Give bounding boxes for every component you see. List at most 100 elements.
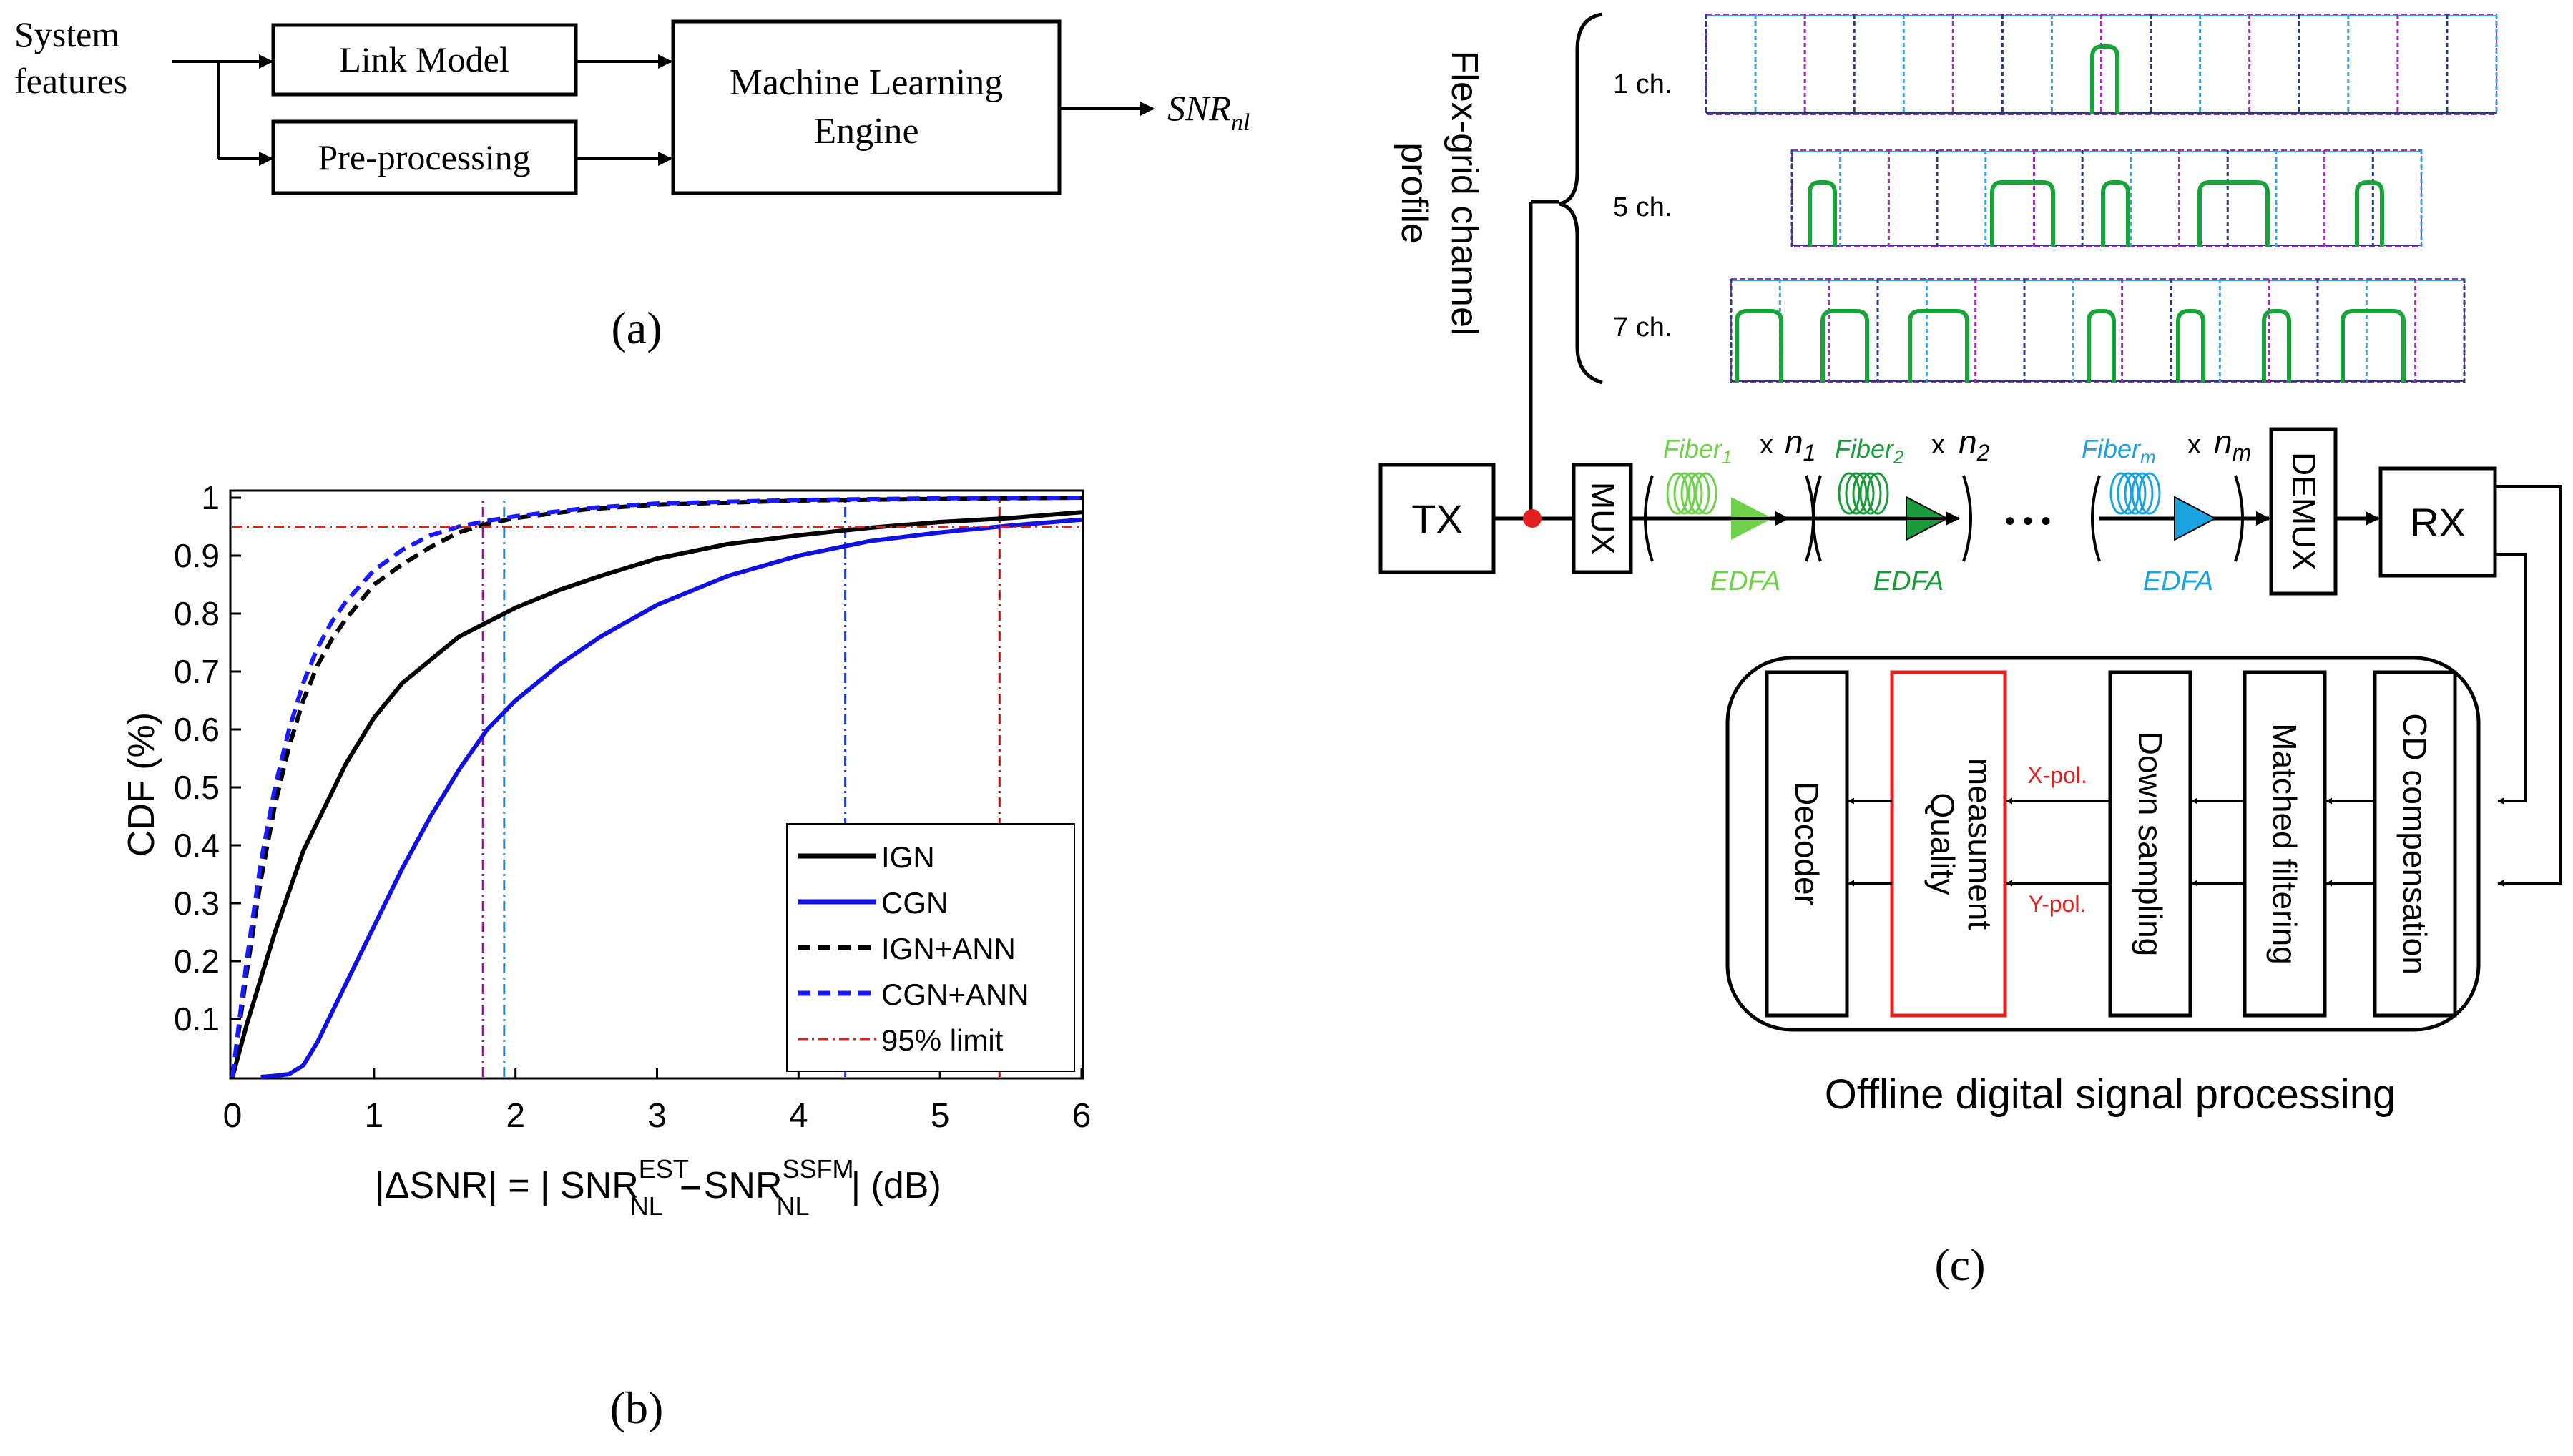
spanm-times: x <box>2187 430 2201 460</box>
ml-engine-label-line2: Engine <box>813 111 918 152</box>
series-line-ign <box>230 510 1082 1078</box>
ypol-label: Y-pol. <box>2029 891 2087 917</box>
cd-compensation-label: CD compensation <box>2396 713 2434 975</box>
output-label: SNRnl <box>1167 88 1250 136</box>
demux-box <box>2269 427 2338 596</box>
channel-spectrum-pulse <box>2355 180 2384 247</box>
legend-label-cgn-ann: CGN+ANN <box>881 978 1029 1011</box>
channel-profile-row <box>1730 278 2466 383</box>
caption-a-text: (a) <box>611 302 662 353</box>
y-tick-label: 0.4 <box>174 827 220 864</box>
legend: IGN CGN IGN+ANN CGN+ANN 95% limit <box>786 823 1075 1072</box>
channel-profile-row <box>1790 149 2423 247</box>
demux-label: DEMUX <box>2285 452 2323 571</box>
link-model-label: Link Model <box>339 39 509 79</box>
profile-frame <box>1791 149 2422 247</box>
profile-label-line2: profile <box>1393 142 1435 244</box>
cdf-series <box>230 496 1082 1079</box>
y-tick-label: 0.3 <box>174 885 220 922</box>
input-label-line1: System <box>14 14 119 54</box>
y-tick-label: 0.5 <box>174 769 220 806</box>
channel-spectrum-pulse <box>2101 180 2130 247</box>
channel-profile-row <box>1705 14 2498 115</box>
edfa1-label: EDFA <box>1710 566 1781 596</box>
series-line-cgn <box>260 517 1082 1079</box>
rx-label: RX <box>2410 500 2466 545</box>
series-line-cgn-ann <box>230 496 1082 1078</box>
spanm-n-label: nm <box>2214 423 2251 466</box>
span1-n-label: n1 <box>1785 423 1815 466</box>
down-sampling-box <box>2108 670 2192 1018</box>
channel-spectrum-pulse <box>2090 44 2119 114</box>
quality-measurement-label-line1: Quality <box>1924 792 1961 895</box>
fiberm-label: Fiberm <box>2082 434 2156 468</box>
quality-measurement-box <box>1890 670 2007 1018</box>
panel-c: Flex-grid channel profile 1 ch. 5 ch. 7 … <box>1378 12 2562 1290</box>
dsp-container <box>1725 656 2481 1032</box>
split-dot <box>1523 509 1542 528</box>
spanm-paren-left <box>2091 475 2101 562</box>
span-ellipsis: • • • <box>2005 506 2051 537</box>
span2-n-label: n2 <box>1959 423 1990 466</box>
row-label-5ch: 5 ch. <box>1613 192 1672 222</box>
profile-brace <box>1559 12 1603 385</box>
channel-spectrum-pulse <box>1990 180 2055 247</box>
profile-frame <box>1730 278 2465 383</box>
matched-filtering-box <box>2243 670 2327 1018</box>
y-tick-label: 0.9 <box>174 537 220 574</box>
fiber1-coil-icon <box>1666 472 1717 515</box>
channel-profiles <box>1705 14 2498 383</box>
rx-box <box>2378 466 2497 578</box>
down-sampling-label: Down sampling <box>2132 732 2169 956</box>
x-tick-label: 6 <box>1072 1097 1092 1135</box>
channel-spectrum-pulse <box>2087 309 2116 383</box>
legend-label-ign-ann: IGN+ANN <box>881 932 1016 965</box>
caption-b: (b) <box>610 1382 664 1433</box>
rx-output-x <box>2495 553 2527 805</box>
edfam-label: EDFA <box>2143 566 2214 596</box>
span2-times: x <box>1931 430 1945 460</box>
span1-paren-left <box>1644 475 1654 562</box>
fiber2-coil-icon <box>1838 472 1889 515</box>
y-tick-label: 0.8 <box>174 595 220 632</box>
x-tick-label: 0 <box>223 1097 242 1135</box>
channel-spectrum-pulse <box>1735 309 1783 383</box>
mux-label: MUX <box>1584 482 1622 555</box>
channel-spectrum-pulse <box>1820 309 1869 383</box>
row-label-1ch: 1 ch. <box>1613 69 1672 99</box>
y-tick-label: 0.6 <box>174 711 220 748</box>
quality-measurement-label-line2: measument <box>1961 758 1999 930</box>
y-axis-label: CDF (%) <box>121 712 162 857</box>
ml-engine-box <box>671 19 1062 195</box>
limit-lines <box>481 498 1001 1077</box>
fiber2-label: Fiber2 <box>1835 434 1904 468</box>
channel-spectrum-pulse <box>2176 309 2205 383</box>
channel-spectrum-pulse <box>2262 309 2291 383</box>
caption-c: (c) <box>1934 1239 1985 1290</box>
fiber1-label: Fiber1 <box>1663 434 1733 468</box>
legend-label-ign: IGN <box>881 840 935 874</box>
legend-label-cgn: CGN <box>881 886 948 920</box>
y-tick-label: 0.2 <box>174 943 220 980</box>
y-tick-label: 1 <box>201 479 220 516</box>
y-tick-label: 0.7 <box>174 653 220 690</box>
channel-spectrum-pulse <box>2341 309 2406 383</box>
channel-spectrum-pulse <box>1908 309 1969 383</box>
input-label-line2: features <box>14 61 127 101</box>
span2-paren-right <box>1962 475 1972 562</box>
legend-box <box>786 823 1075 1072</box>
channel-spectrum-pulse <box>1808 180 1837 247</box>
ml-engine-label-line1: Machine Learning <box>730 62 1004 103</box>
x-tick-label: 3 <box>647 1097 667 1135</box>
edfam-amplifier-icon <box>2174 496 2217 541</box>
span2-paren-left <box>1812 475 1822 562</box>
tx-label: TX <box>1411 496 1463 541</box>
cd-compensation-box <box>2373 670 2457 1018</box>
link-model-box <box>271 23 578 97</box>
y-tick-label: 0.1 <box>174 1000 220 1038</box>
x-tick-label: 4 <box>789 1097 808 1135</box>
dsp-title: Offline digital signal processing <box>1825 1071 2396 1118</box>
